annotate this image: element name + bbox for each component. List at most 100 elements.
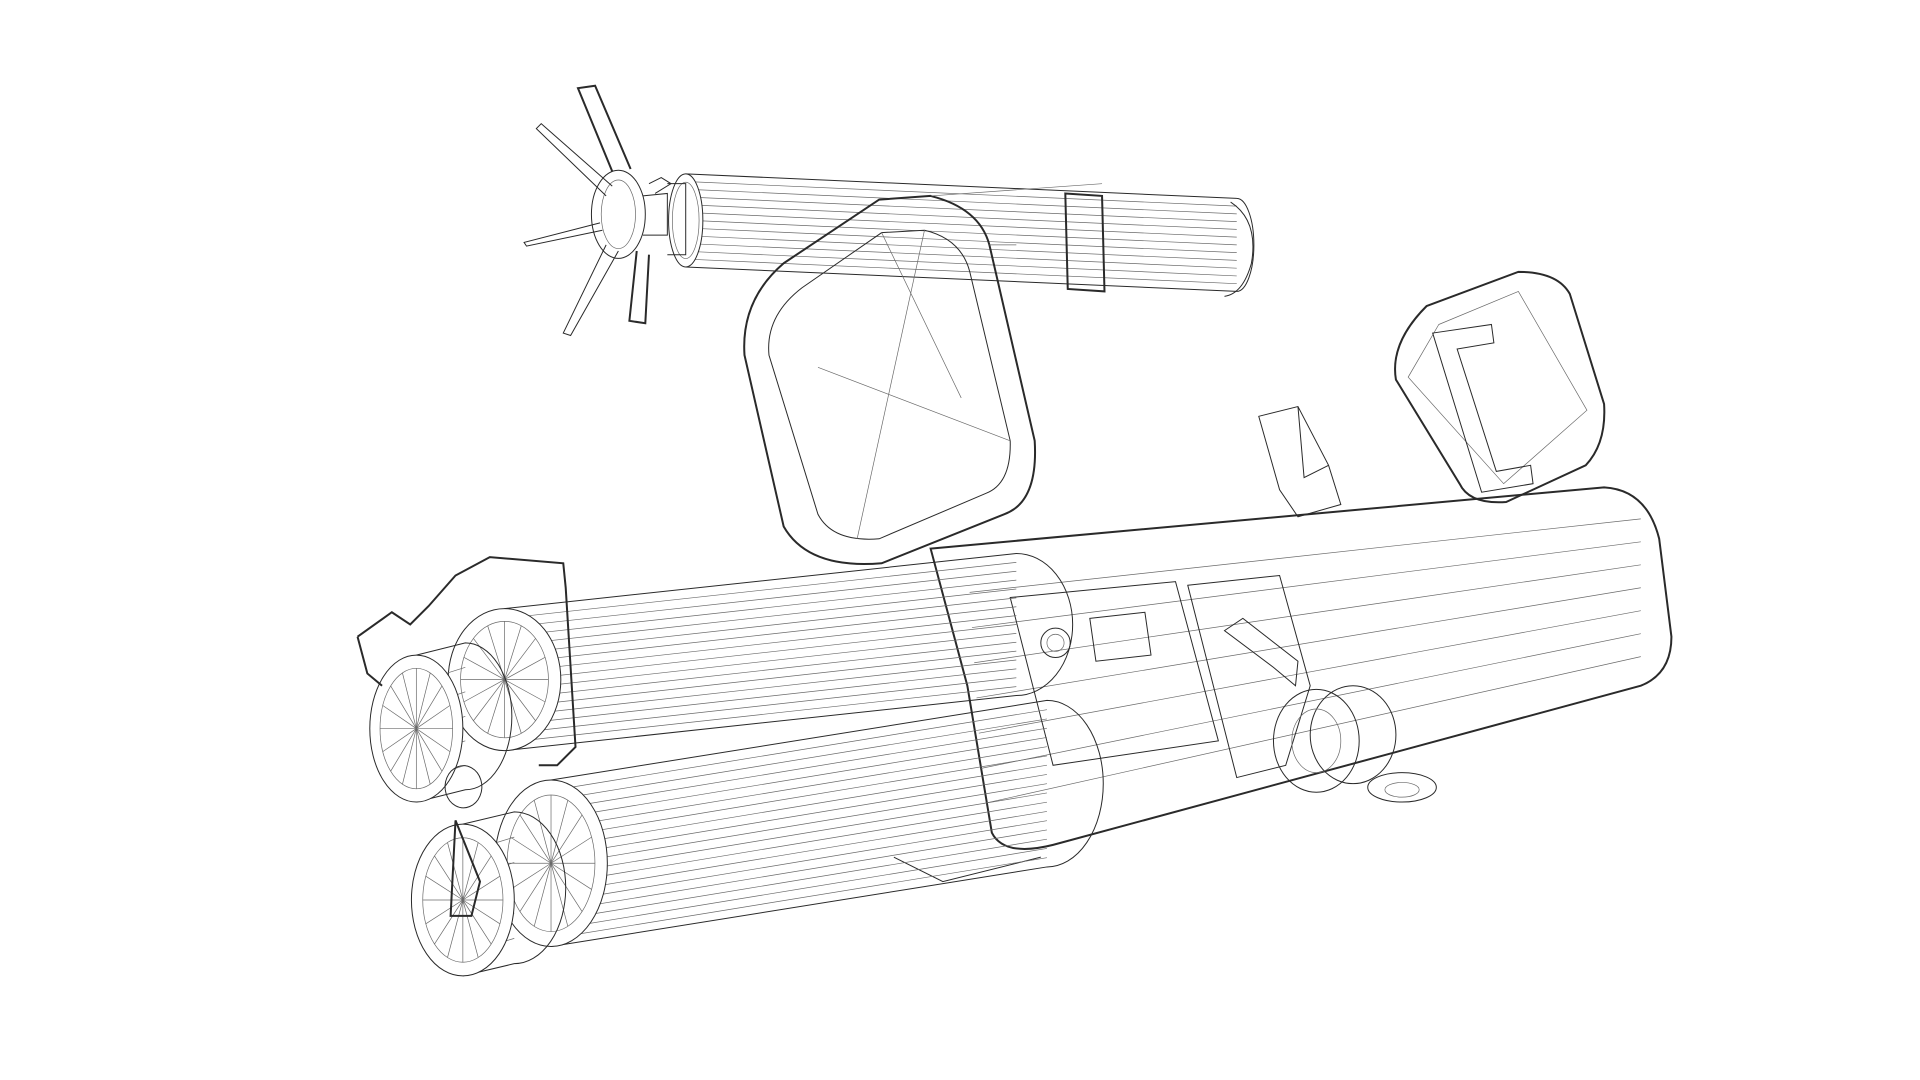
tube-lower-left-spoke xyxy=(448,842,463,900)
tube-upper-right-edge xyxy=(513,687,1017,742)
launch-tubes xyxy=(370,553,1103,975)
tube-upper-right-edge xyxy=(521,616,1016,671)
tube-lower-right-outline xyxy=(551,700,1103,946)
tube-lower-left-outline xyxy=(463,812,566,976)
tube-upper-left-spoke xyxy=(416,686,442,729)
tube-upper-left-spoke xyxy=(383,729,417,752)
tube-upper-right-edge xyxy=(519,589,1016,644)
body-edge xyxy=(970,519,1641,592)
tube-lower-right-spoke xyxy=(510,837,551,863)
tube-upper-right-edge xyxy=(521,607,1016,662)
body-bolt xyxy=(1041,628,1070,657)
tube-upper-right-spoke xyxy=(504,680,535,721)
tube-lower-right-spoke xyxy=(551,863,568,926)
tube-upper-right-edge xyxy=(521,642,1016,697)
tube-upper-right-edge xyxy=(521,624,1016,679)
tube-lower-left-spoke xyxy=(463,900,491,944)
rocket-fins xyxy=(524,86,671,336)
knob-base xyxy=(1368,773,1437,802)
tube-lower-left-spoke xyxy=(463,876,500,900)
tube-lower-right-spoke xyxy=(551,863,582,911)
front-sight-fin xyxy=(1259,407,1341,517)
rocket-projectile xyxy=(524,86,1254,336)
tube-lower-right-edge xyxy=(559,858,1047,938)
tube-upper-right-spoke xyxy=(473,638,504,679)
tube-lower-right-edge xyxy=(567,802,1046,882)
tube-lower-right-spoke xyxy=(551,800,568,863)
tube-upper-left-spoke xyxy=(402,729,416,785)
tube-upper-left xyxy=(370,643,512,802)
tube-lower-left-spoke xyxy=(463,842,478,900)
tube-upper-right-spoke xyxy=(464,680,505,702)
tube-lower-right-edge xyxy=(559,710,1047,790)
rocket-tube-body-edge xyxy=(691,236,1237,260)
rocket-tube-body-edge xyxy=(691,220,1237,244)
tube-lower-right-edge xyxy=(567,811,1047,891)
tube-lower-right-edge xyxy=(565,830,1047,910)
tube-upper-right-edge xyxy=(516,678,1017,733)
body-bottom-edge xyxy=(894,857,1041,881)
tube-upper-left-spoke xyxy=(391,729,417,772)
tube-lower-right xyxy=(495,700,1104,946)
rocket-tube-body-edge xyxy=(690,189,1237,213)
tube-upper-right-edge xyxy=(518,669,1017,724)
rocket-neck xyxy=(643,184,686,255)
tube-upper-right-outline xyxy=(504,553,1072,750)
body-edge xyxy=(983,657,1640,804)
trigger-loop xyxy=(451,820,480,916)
tube-upper-right-spoke xyxy=(504,626,521,680)
rocket-tube-body-edge xyxy=(691,205,1237,229)
body-edge xyxy=(981,634,1641,769)
tube-lower-left-spoke xyxy=(463,856,491,900)
carry-handle-frame xyxy=(744,184,1102,564)
tube-upper-left-spoke xyxy=(416,729,430,785)
tube-upper-left-spoke xyxy=(416,729,442,772)
rocket-tube-body-edge xyxy=(689,259,1237,283)
rocket-nose-hub xyxy=(591,170,645,258)
tube-lower-left-spoke xyxy=(448,900,463,958)
tube-lower-right-spoke xyxy=(534,800,551,863)
tube-lower-left-spoke xyxy=(434,900,462,944)
latch xyxy=(1224,618,1297,685)
tube-upper-right-edge xyxy=(513,562,1017,617)
rocket-tube-body-edge xyxy=(691,228,1237,252)
center-hub xyxy=(445,766,482,808)
tube-lower-right-spoke xyxy=(551,815,582,863)
tube-lower-left-spoke xyxy=(463,900,500,924)
rocket-tube-body-edge xyxy=(690,251,1237,275)
tube-upper-right-spoke xyxy=(488,680,505,734)
launcher-body xyxy=(894,487,1672,881)
tube-upper-right xyxy=(448,553,1072,750)
tube-lower-right-spoke xyxy=(534,863,551,926)
tube-lower-right-edge xyxy=(562,719,1047,799)
tube-upper-right-spoke xyxy=(504,638,535,679)
tube-lower-left xyxy=(411,812,565,976)
tube-upper-right-spoke xyxy=(504,657,545,679)
tube-lower-right-edge xyxy=(568,784,1047,864)
rocket-tube-body-cap-inner xyxy=(672,182,699,258)
tube-lower-left-spoke xyxy=(426,900,463,924)
body-side-panel xyxy=(1188,576,1310,778)
tube-upper-left-spoke xyxy=(416,673,430,729)
tube-lower-right-edge xyxy=(564,728,1047,808)
tube-upper-right-edge xyxy=(518,580,1017,635)
tube-lower-left-spoke xyxy=(463,900,478,958)
tube-upper-left-spoke xyxy=(402,673,416,729)
tube-upper-right-spoke xyxy=(504,680,545,702)
tube-upper-left-spoke xyxy=(416,706,450,729)
body-panel xyxy=(1010,582,1218,766)
tube-upper-right-spoke xyxy=(464,657,505,679)
tube-upper-right-spoke xyxy=(504,680,521,734)
tube-lower-left-spoke xyxy=(426,876,463,900)
tube-upper-right-edge xyxy=(516,571,1017,626)
rocket-tube-body-edge xyxy=(691,213,1237,237)
tube-lower-right-edge xyxy=(566,747,1047,827)
tube-upper-right-edge xyxy=(521,633,1016,688)
tube-lower-right-edge xyxy=(566,821,1047,901)
tube-lower-right-edge xyxy=(567,765,1046,845)
side-knob xyxy=(1273,686,1436,802)
tube-lower-right-spoke xyxy=(551,837,592,863)
tube-lower-right-spoke xyxy=(510,863,551,889)
rocket-tube xyxy=(669,174,1254,292)
tube-lower-right-edge xyxy=(565,737,1047,817)
